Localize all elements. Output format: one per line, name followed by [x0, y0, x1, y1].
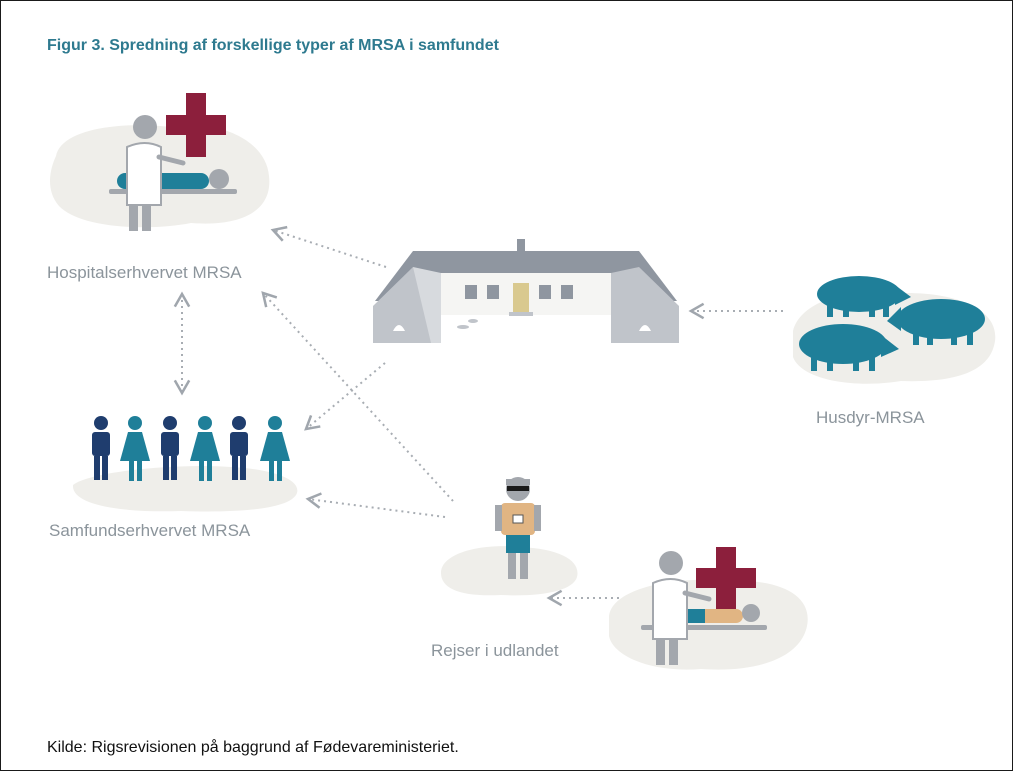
- arrows: [173, 225, 783, 607]
- source-note: Kilde: Rigsrevisionen på baggrund af Fød…: [47, 739, 459, 756]
- abroad-hospital-scene-icon: [609, 547, 808, 670]
- traveler-icon: [441, 477, 578, 596]
- community-people-icon: [72, 416, 298, 512]
- label-livestock: Husdyr-MRSA: [816, 408, 925, 427]
- hospital-scene-icon: [50, 93, 270, 231]
- arrow-farm-to-community: [304, 362, 386, 431]
- arrow-travel-to-community: [305, 492, 446, 518]
- label-community: Samfundserhvervet MRSA: [49, 521, 251, 540]
- figure-title: Figur 3. Spredning af forskellige typer …: [47, 37, 499, 54]
- pigs-icon: [793, 276, 996, 384]
- label-travel: Rejser i udlandet: [431, 641, 559, 660]
- arrow-travel-to-hospital: [261, 291, 454, 502]
- farm-building-icon: [373, 239, 679, 343]
- arrow-farm-to-hospital: [270, 225, 387, 268]
- label-hospital: Hospitalserhvervet MRSA: [47, 263, 242, 282]
